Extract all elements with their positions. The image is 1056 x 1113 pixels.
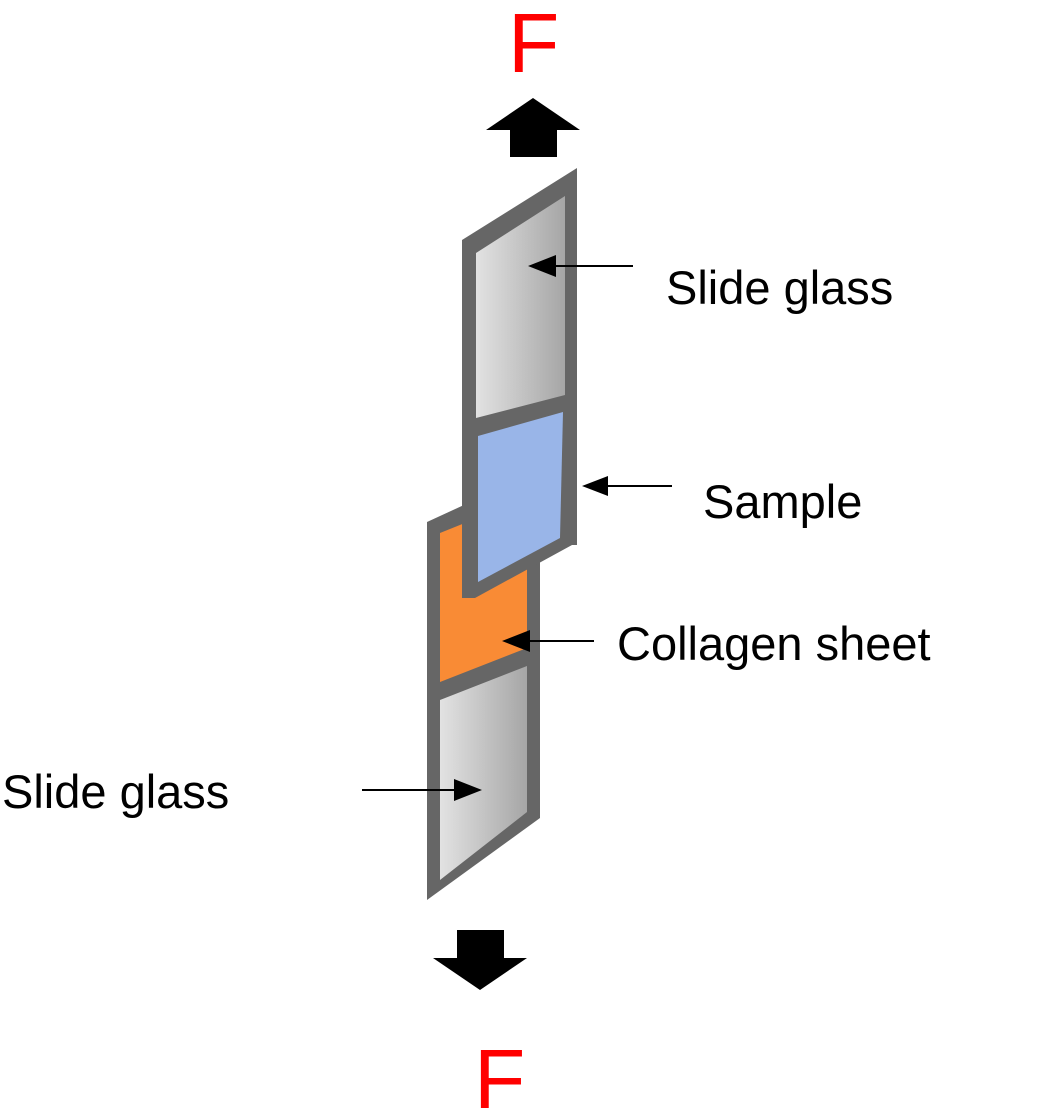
- down-arrow-icon: [433, 930, 527, 990]
- sample: [478, 412, 563, 582]
- up-arrow-icon: [486, 98, 580, 157]
- label-collagen-sheet: Collagen sheet: [617, 617, 931, 670]
- force-label-bottom: F: [474, 1032, 525, 1113]
- force-label-top: F: [508, 0, 559, 90]
- label-slide-glass-top: Slide glass: [666, 261, 893, 314]
- upper-assembly: [462, 168, 577, 598]
- slide-glass-top: [476, 196, 565, 418]
- pointer-arrows: [362, 255, 672, 801]
- label-sample: Sample: [703, 475, 862, 528]
- slide-glass-bottom: [440, 666, 527, 880]
- label-slide-glass-bottom: Slide glass: [2, 765, 229, 818]
